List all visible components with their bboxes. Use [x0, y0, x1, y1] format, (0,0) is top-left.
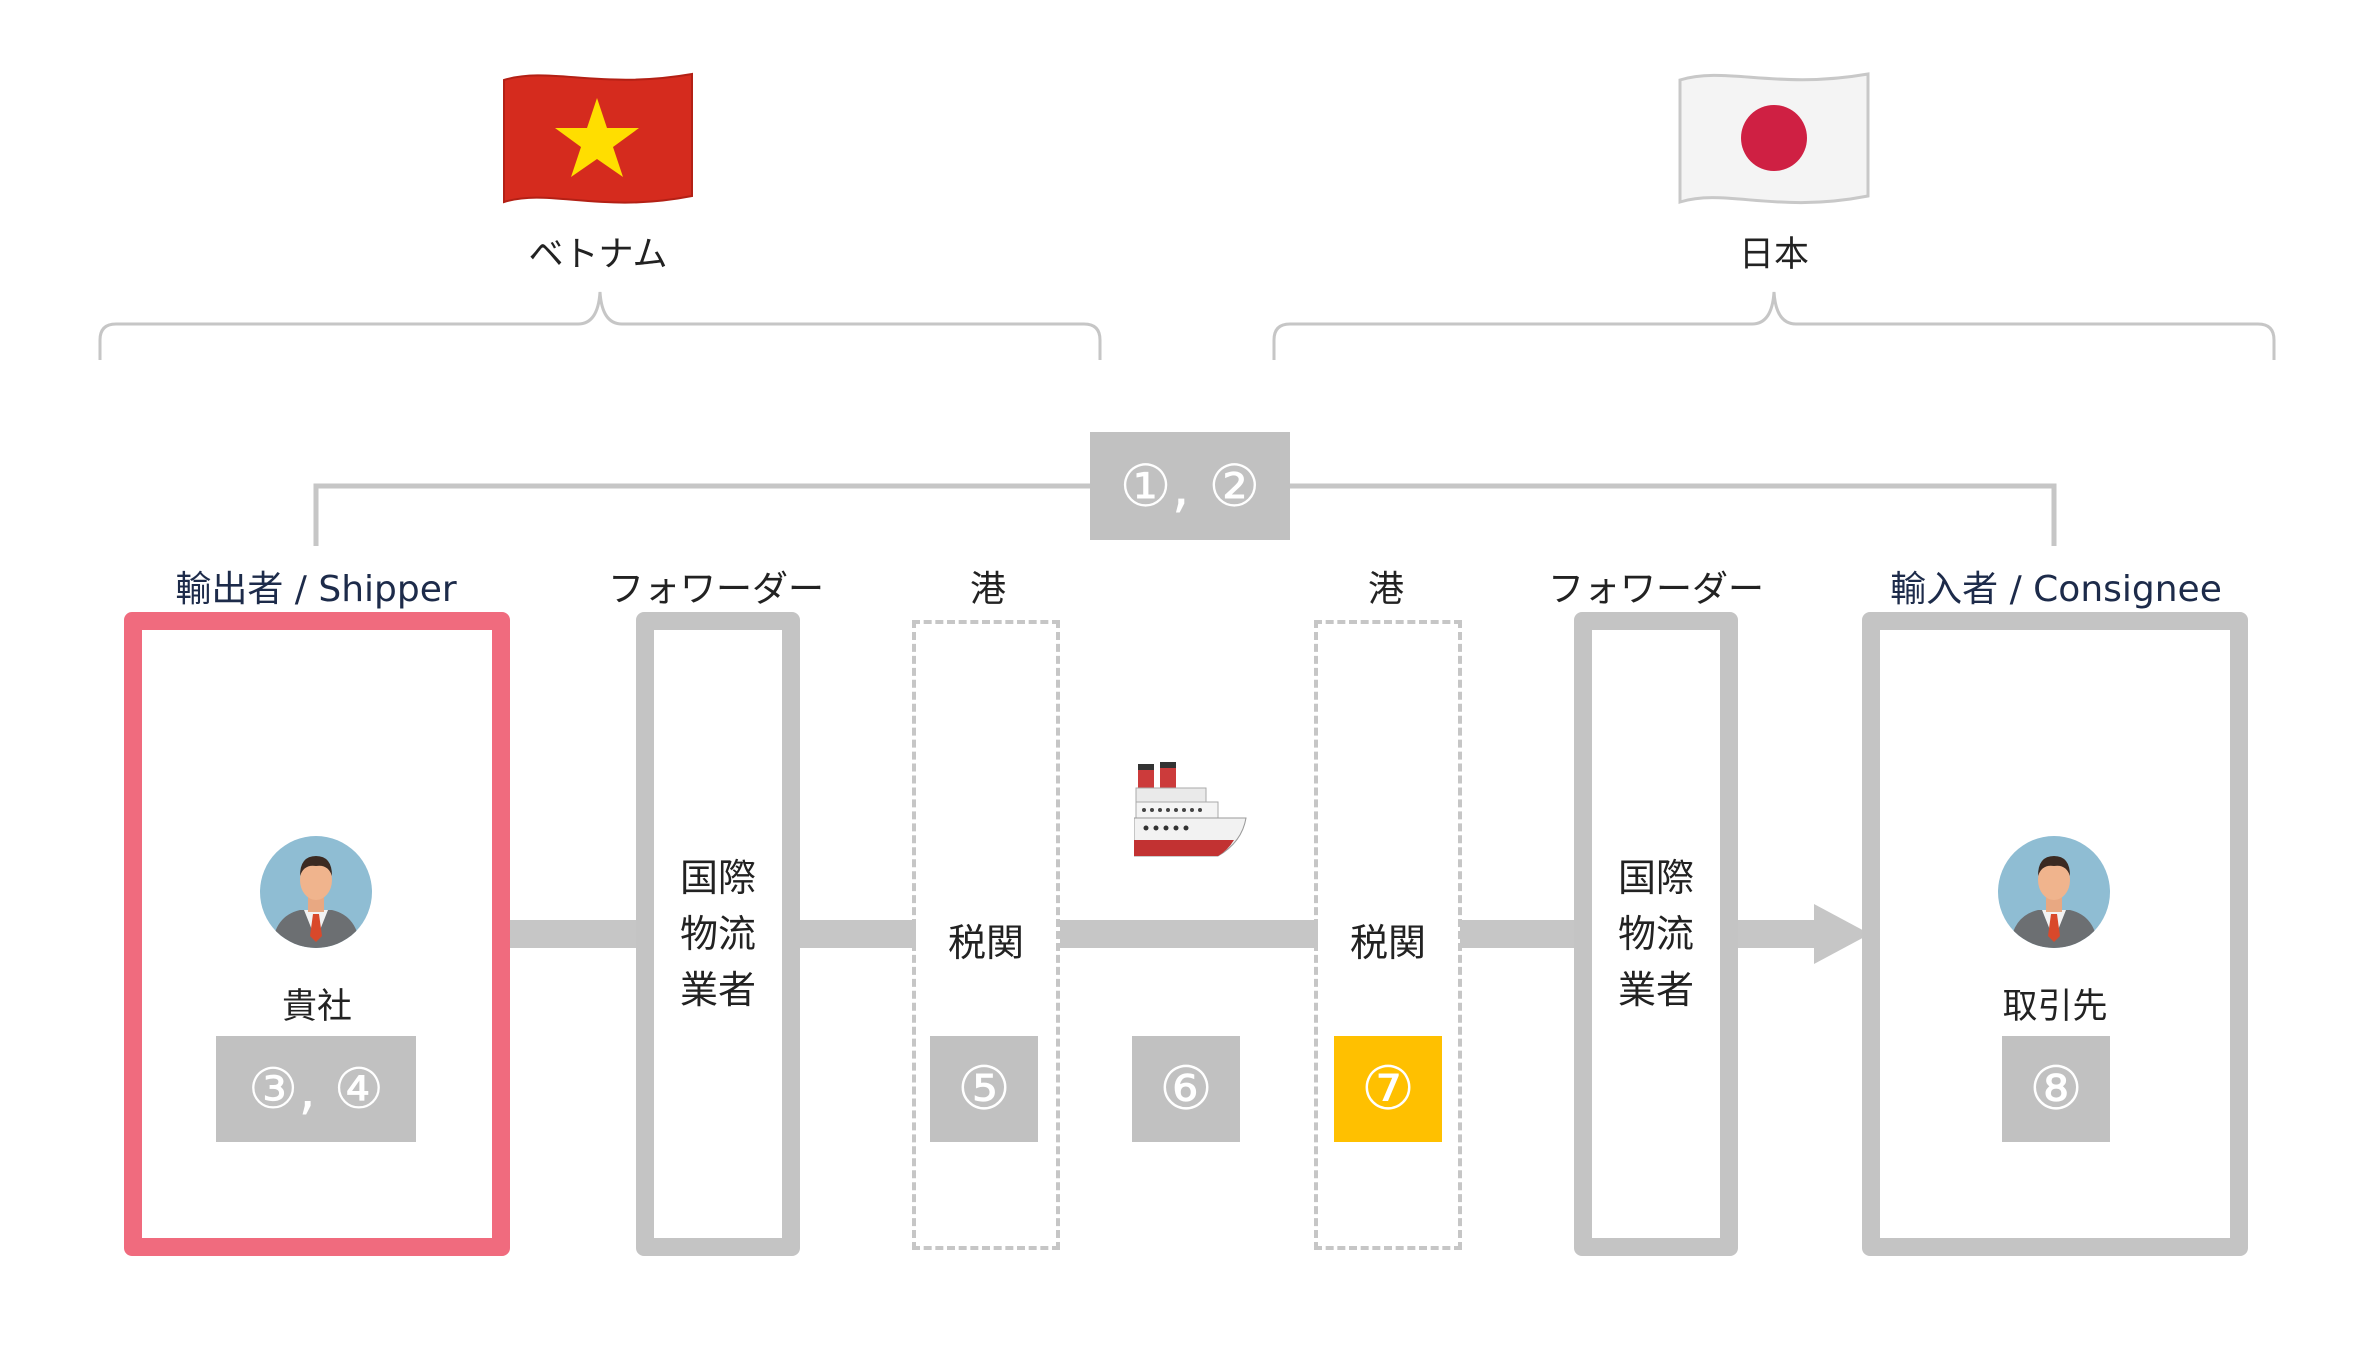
label-shipper: 輸出者 / Shipper — [175, 569, 457, 610]
badge-6: ⑥ — [1132, 1036, 1240, 1142]
arrow-head-icon — [1814, 904, 1870, 964]
connector-5 — [1734, 920, 1816, 948]
vietnam-brace — [98, 291, 1102, 360]
vietnam-flag-icon — [500, 68, 696, 208]
badge-7: ⑦ — [1334, 1036, 1442, 1142]
person-avatar-icon — [260, 836, 372, 948]
label-port-right: 港 — [1367, 569, 1404, 610]
forwarder-left-text: 国際 物流 業者 — [636, 850, 800, 1018]
forwarder-right-line: 物流 — [1617, 912, 1694, 956]
forwarder-right-line: 国際 — [1617, 856, 1694, 900]
label-forwarder-right: フォワーダー — [1547, 569, 1764, 610]
japan-flag-icon — [1676, 68, 1872, 208]
consignee-box — [1862, 612, 2248, 1256]
connector-2 — [796, 920, 916, 948]
forwarder-right-box — [1574, 612, 1738, 1256]
forwarder-left-box — [636, 612, 800, 1256]
label-port-left: 港 — [969, 569, 1006, 610]
shipper-name: 貴社 — [281, 987, 352, 1027]
customs-left-label: 税関 — [947, 921, 1024, 965]
badge-3-4: ③, ④ — [216, 1036, 416, 1142]
customs-right-label: 税関 — [1349, 921, 1426, 965]
customs-left-box — [912, 620, 1060, 1250]
badge-1-2: ①, ② — [1090, 432, 1290, 540]
country-name-japan: 日本 — [1738, 235, 1809, 275]
label-consignee: 輸入者 / Consignee — [1890, 569, 2222, 610]
japan-brace — [1272, 291, 2276, 360]
connector-4 — [1460, 920, 1580, 948]
badge-5: ⑤ — [930, 1036, 1038, 1142]
forwarder-left-line: 物流 — [679, 912, 756, 956]
label-forwarder-left: フォワーダー — [607, 569, 824, 610]
forwarder-left-line: 国際 — [679, 856, 756, 900]
badge-8: ⑧ — [2002, 1036, 2110, 1142]
shipper-box — [124, 612, 510, 1256]
connector-1 — [508, 920, 642, 948]
country-name-vietnam: ベトナム — [528, 235, 668, 275]
forwarder-left-line: 業者 — [679, 968, 756, 1012]
connector-3 — [1060, 920, 1318, 948]
customs-right-box — [1314, 620, 1462, 1250]
ship-icon — [1133, 758, 1252, 868]
person-avatar-icon — [1998, 836, 2110, 948]
consignee-name: 取引先 — [2002, 987, 2108, 1027]
forwarder-right-text: 国際 物流 業者 — [1574, 850, 1738, 1018]
forwarder-right-line: 業者 — [1617, 968, 1694, 1012]
